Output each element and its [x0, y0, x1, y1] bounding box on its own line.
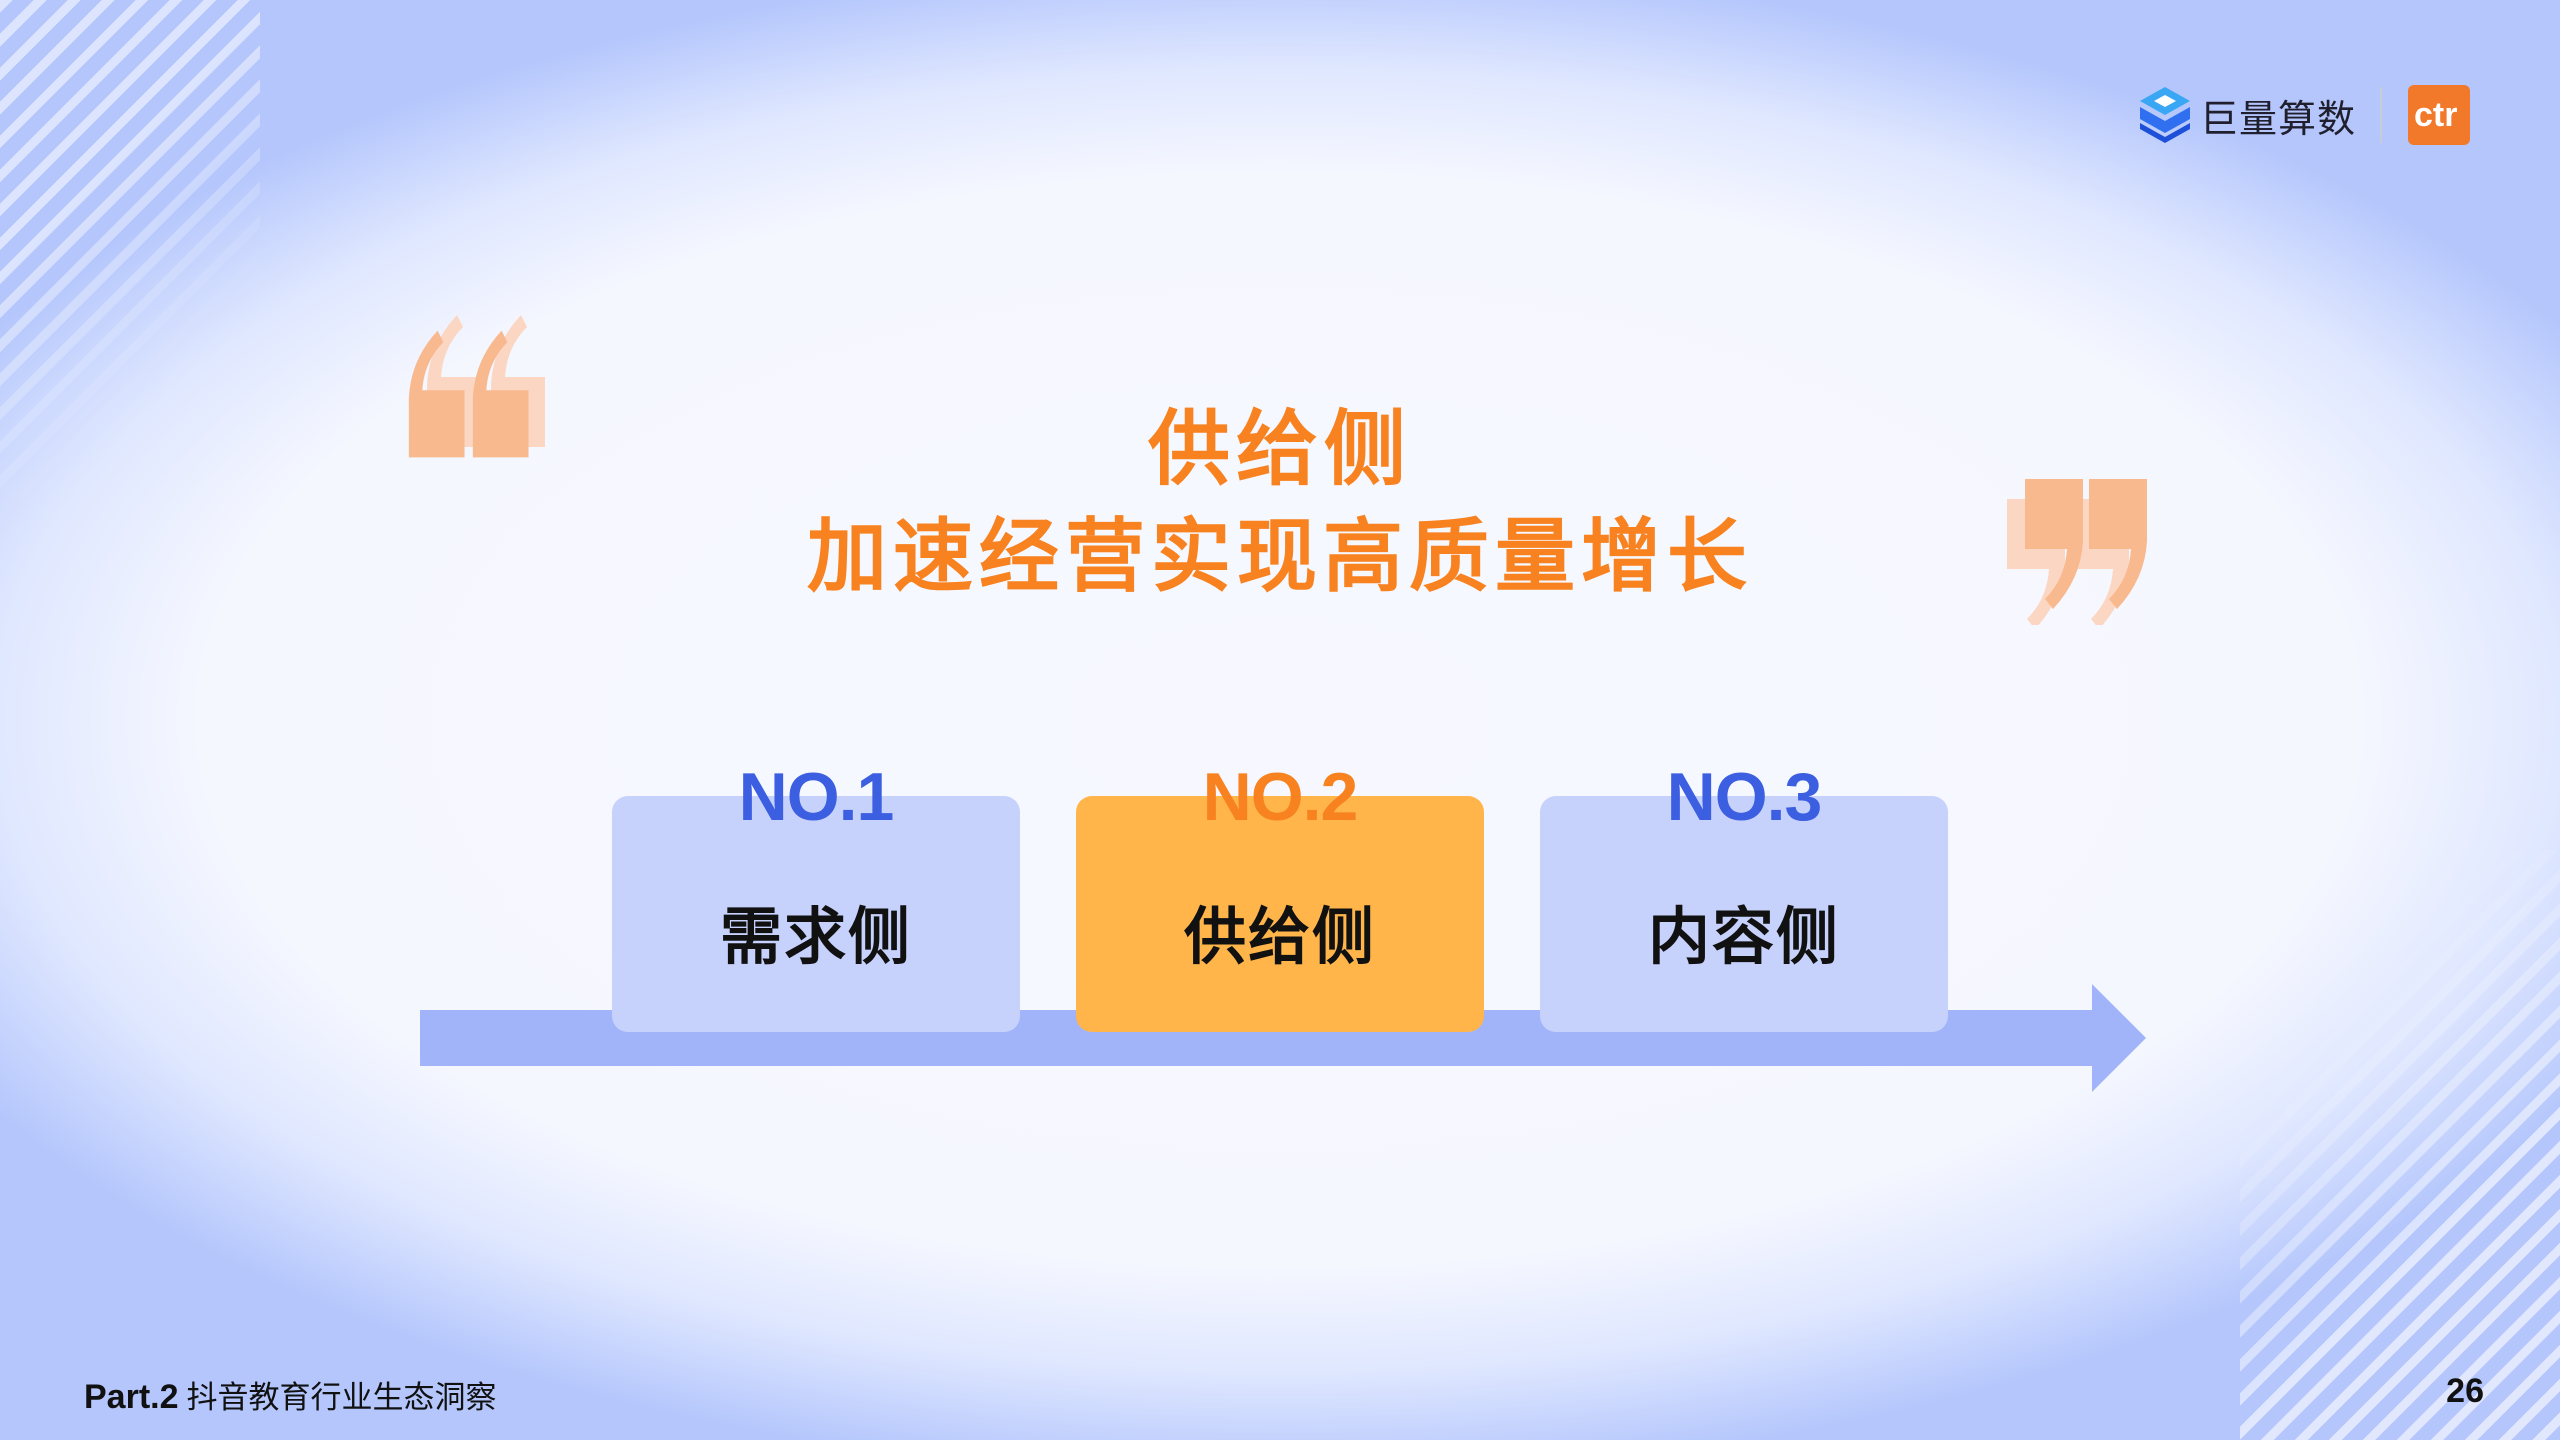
- ctr-logo-icon: ctr: [2408, 85, 2471, 145]
- footer-section-title: 抖音教育行业生态洞察: [186, 1380, 497, 1416]
- step-number-2: NO.2: [1202, 759, 1359, 835]
- brand-logo-text: 巨量算数: [2200, 96, 2357, 141]
- step-number-1: NO.1: [738, 759, 895, 835]
- juliang-suanshu-logo-icon: [2140, 87, 2190, 143]
- headline-title: 供给侧: [1147, 402, 1412, 497]
- headline-subtitle: 加速经营实现高质量增长: [807, 510, 1753, 603]
- decorative-stripes-bottom-right: [2240, 850, 2560, 1440]
- step-card-content: [1540, 796, 1948, 1032]
- step-label-3: 内容侧: [1647, 900, 1840, 973]
- page-number: 26: [2446, 1372, 2484, 1410]
- step-label-2: 供给侧: [1183, 900, 1376, 973]
- step-card-demand: [612, 796, 1020, 1032]
- step-label-1: 需求侧: [719, 900, 912, 973]
- close-quote-icon: [2007, 479, 2147, 625]
- logo-divider: [2380, 87, 2383, 143]
- open-quote-icon: [408, 315, 545, 458]
- step-number-3: NO.3: [1666, 759, 1823, 835]
- arrow-right-icon: [2092, 984, 2146, 1092]
- header-logos: 巨量算数 ctr: [2138, 80, 2471, 150]
- decorative-stripes-top-left: [0, 0, 260, 500]
- footer-part-label: Part.2: [84, 1378, 179, 1416]
- step-card-supply: [1076, 796, 1484, 1032]
- ctr-logo-text: ctr: [2414, 96, 2458, 134]
